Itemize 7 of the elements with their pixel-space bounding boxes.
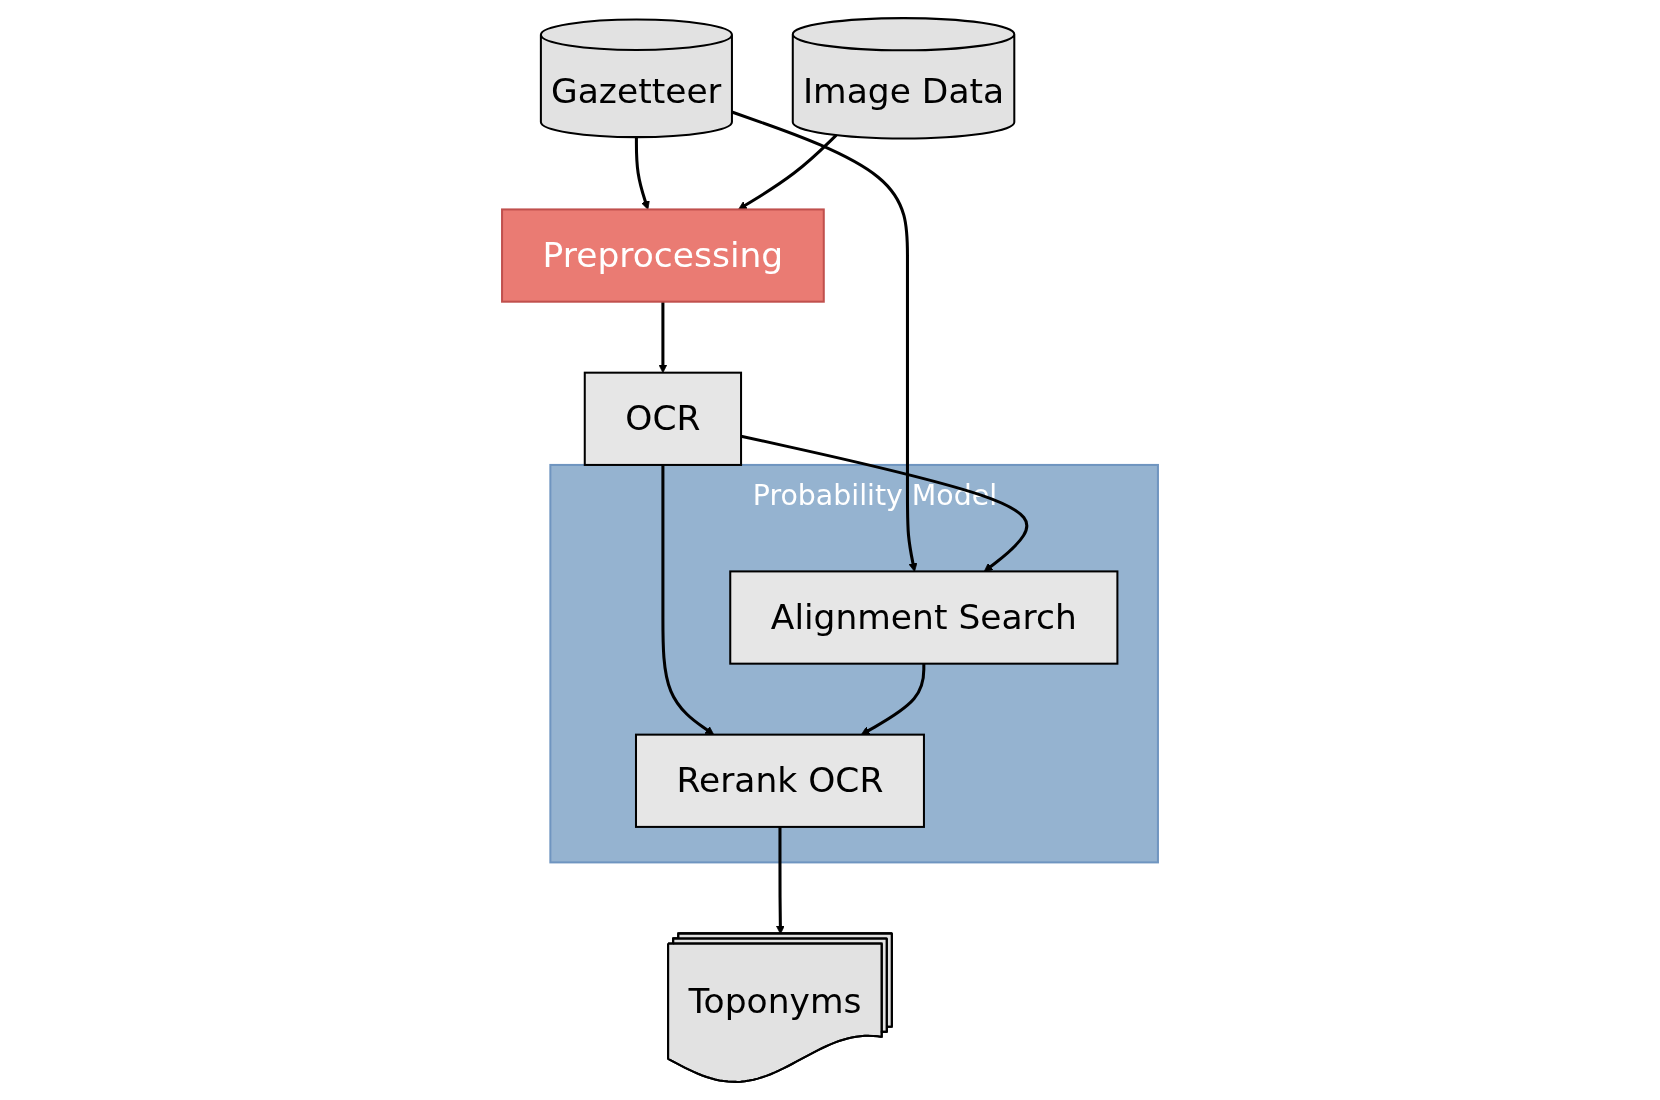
node-box: Alignment Search bbox=[729, 570, 1119, 665]
node-box: OCR bbox=[583, 371, 743, 466]
node-box: Preprocessing bbox=[501, 208, 825, 303]
arrow bbox=[731, 110, 918, 572]
arrow bbox=[738, 134, 838, 210]
node-box: Rerank OCR bbox=[635, 733, 925, 828]
arrow bbox=[634, 137, 650, 210]
